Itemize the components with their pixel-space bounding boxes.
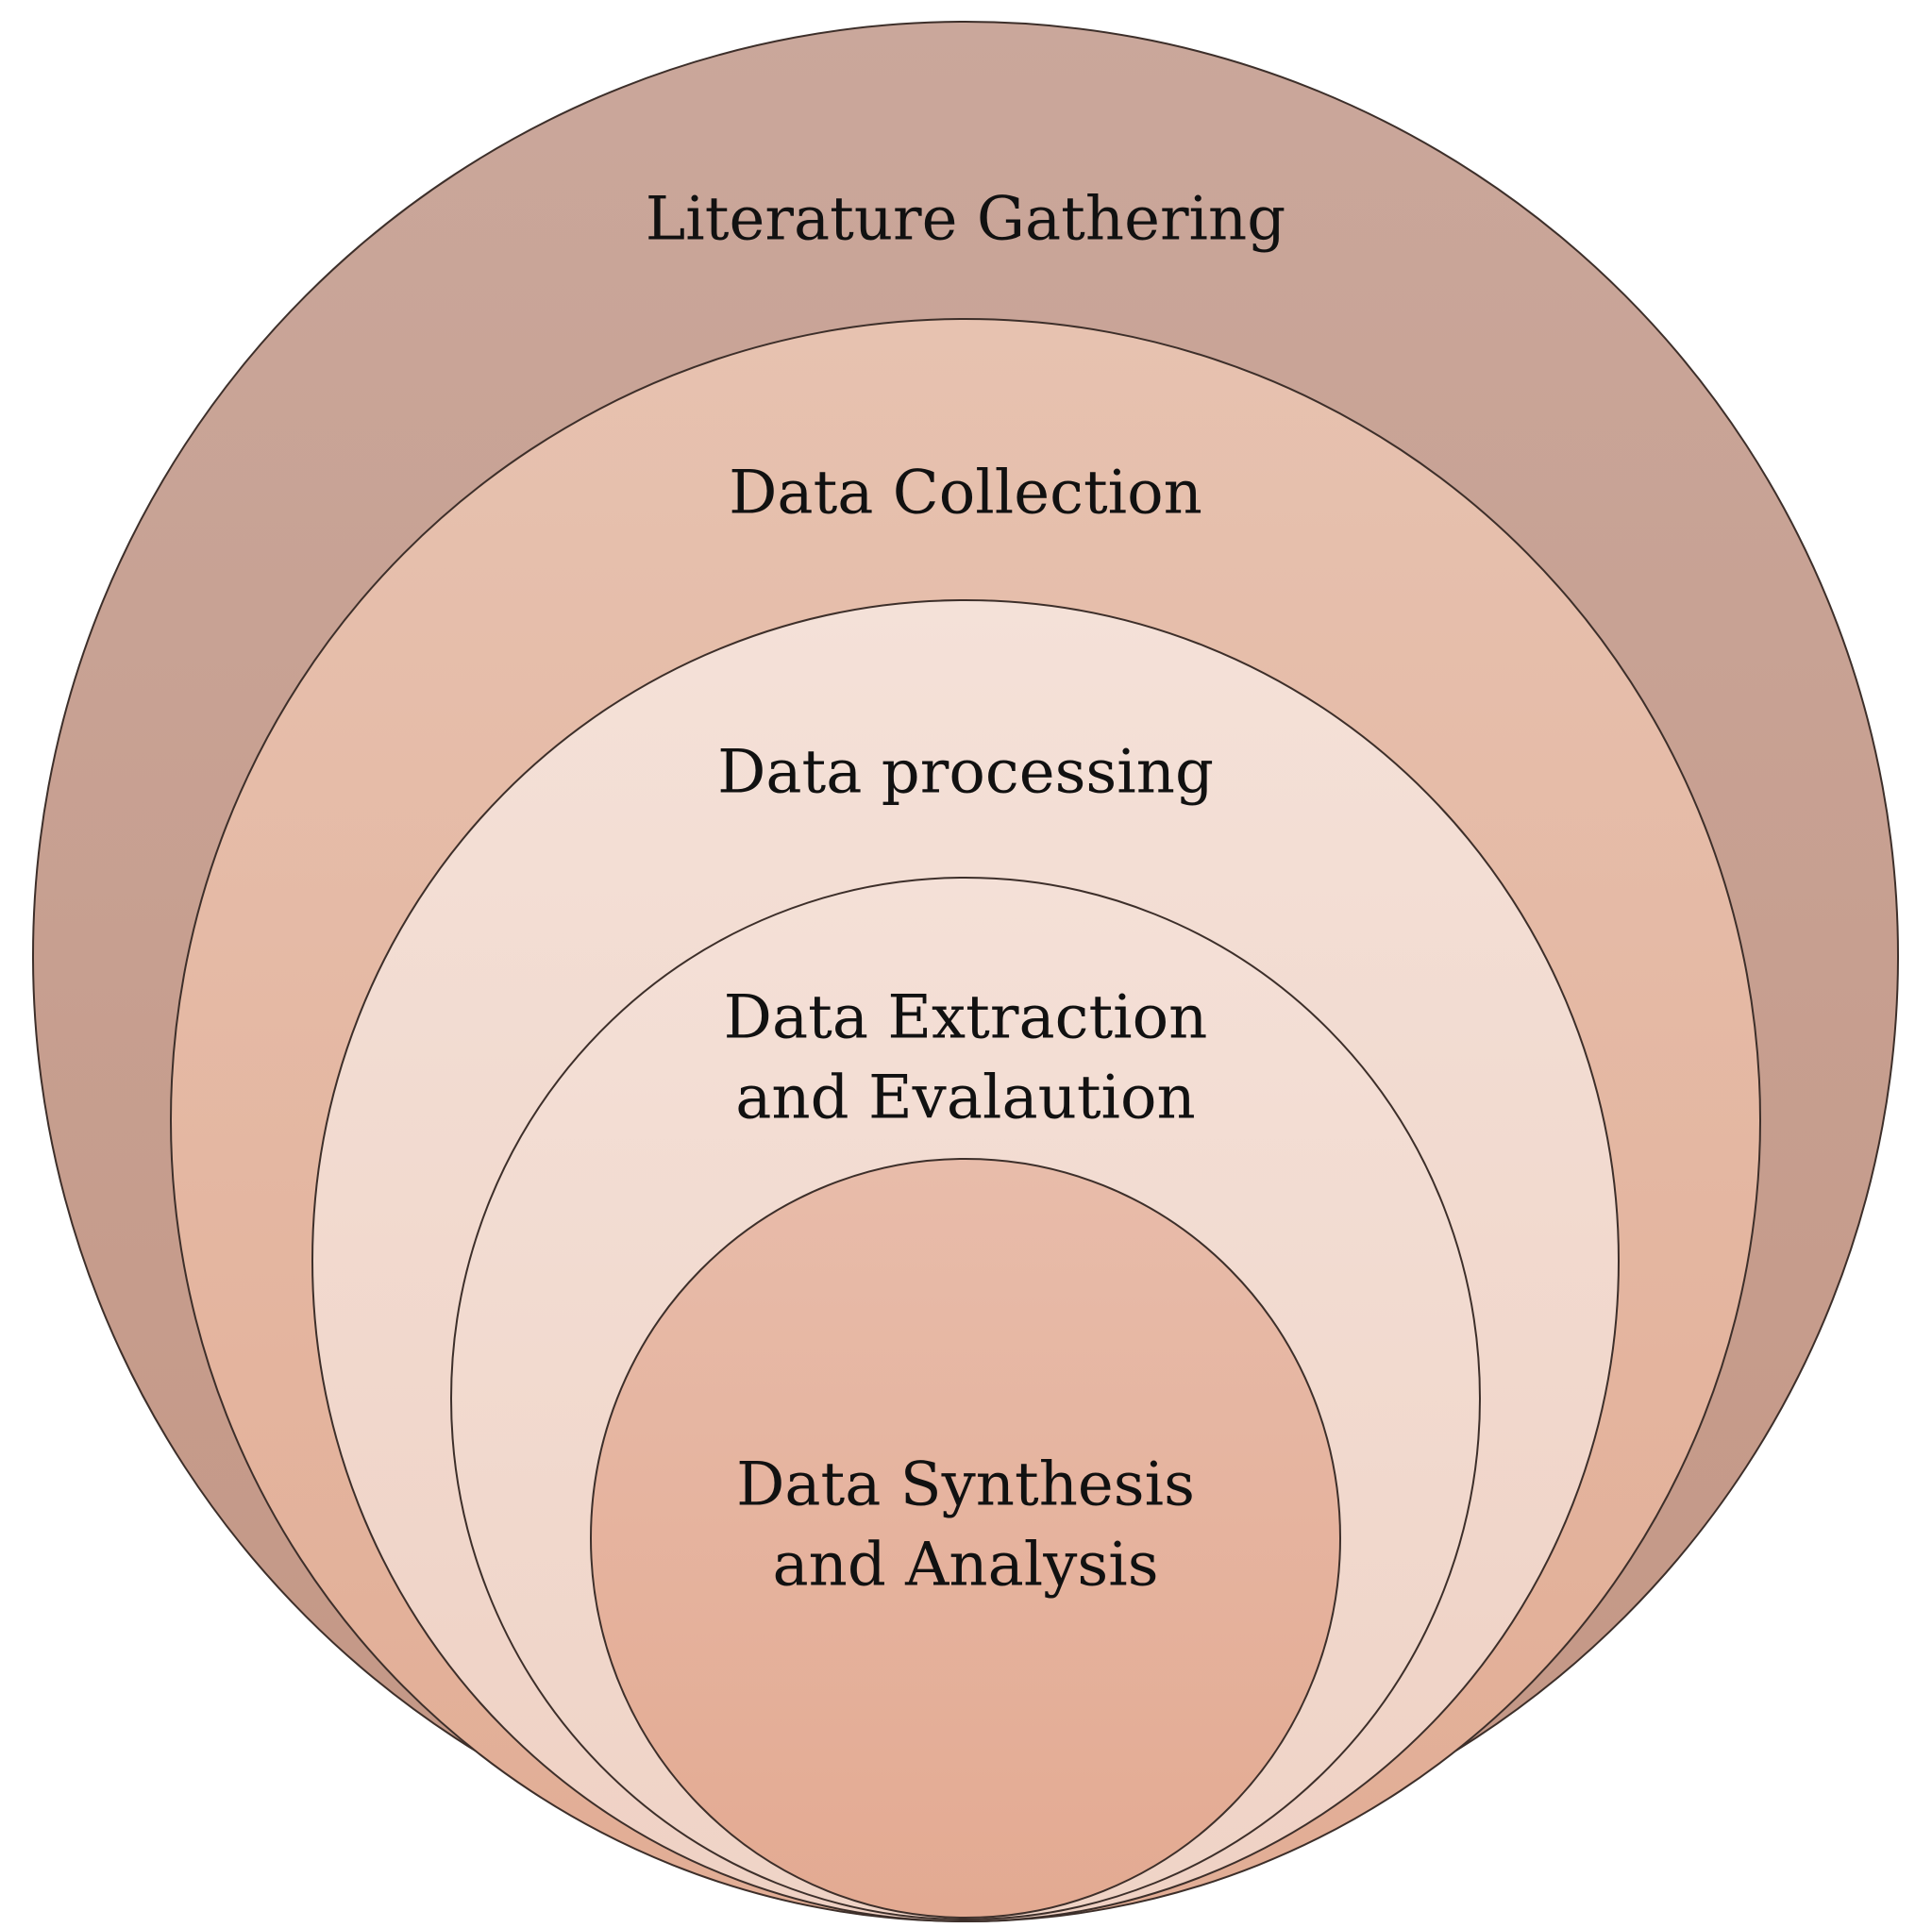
label-data-synthesis-and-analysis-line-1: Data Synthesis [736, 1450, 1195, 1520]
stage-circles [32, 21, 1899, 1922]
label-data-processing: Data processing [717, 738, 1214, 808]
label-data-extraction-and-evaluation-line-1: Data Extraction [724, 983, 1208, 1053]
label-literature-gathering: Literature Gathering [646, 185, 1285, 255]
label-data-synthesis-and-analysis-line-2: and Analysis [772, 1531, 1158, 1601]
circle-data-synthesis-and-analysis [590, 1158, 1341, 1919]
label-data-collection: Data Collection [729, 459, 1202, 528]
label-data-extraction-and-evaluation-line-2: and Evalaution [735, 1064, 1196, 1133]
